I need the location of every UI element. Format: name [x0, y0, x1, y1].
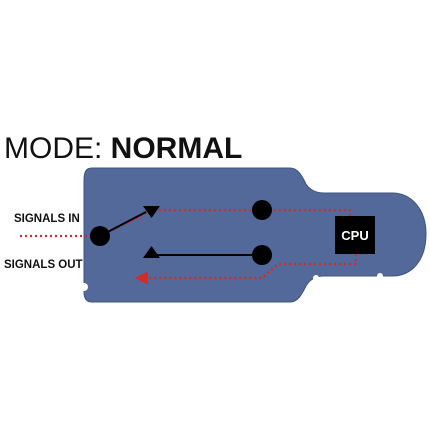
triangle-down-icon	[143, 206, 160, 218]
input-node	[90, 226, 110, 246]
mode-title-prefix: MODE:	[4, 132, 111, 165]
signals-out-label: SIGNALS OUT	[4, 259, 83, 271]
triangle-up-icon	[143, 246, 160, 258]
cpu-box	[335, 216, 375, 254]
mode-title: MODE: NORMAL	[4, 132, 242, 165]
device-board	[83, 167, 427, 303]
board-notch-bottom-1	[313, 275, 319, 281]
board-notch-left	[80, 283, 88, 291]
board-notch-bottom-2	[377, 273, 383, 279]
lower-right-node	[252, 245, 272, 265]
cpu-label: CPU	[341, 228, 368, 243]
upper-right-node	[252, 200, 272, 220]
signals-in-label: SIGNALS IN	[14, 213, 80, 225]
mode-title-value: NORMAL	[111, 132, 243, 165]
signal-in-path	[20, 208, 352, 238]
